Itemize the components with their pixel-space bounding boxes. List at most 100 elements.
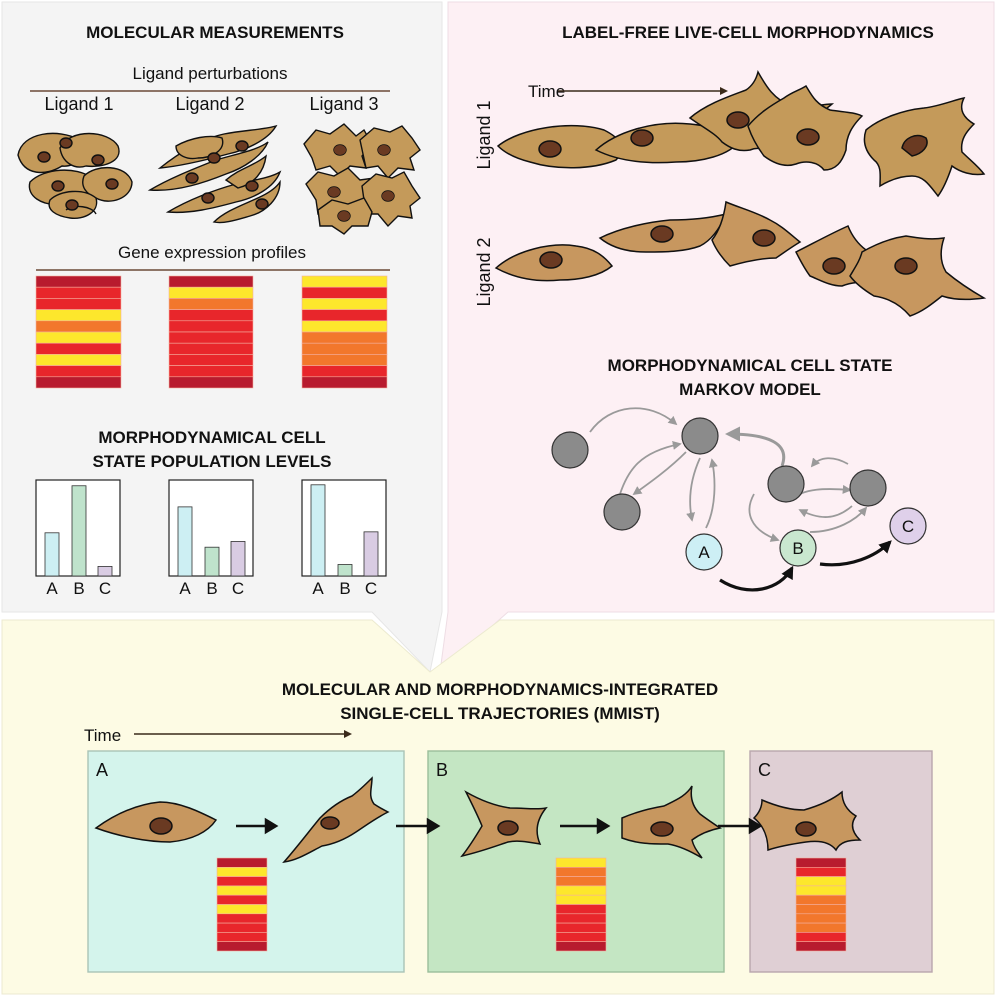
markov-node-gray	[551, 431, 589, 469]
heatmap-stripe	[216, 913, 268, 924]
heatmap-stripe	[555, 876, 607, 887]
heatmap-stripe	[216, 885, 268, 896]
ligand-2-time-series	[494, 200, 987, 317]
bar-category-label: C	[232, 579, 244, 598]
heatmap-stripe	[168, 331, 254, 344]
markov-node-a-label: A	[698, 543, 710, 562]
bottom-title-line1: MOLECULAR AND MORPHODYNAMICS-INTEGRATED	[282, 680, 718, 699]
heatmap-stripe	[35, 298, 122, 310]
transition-b-to-c	[819, 540, 892, 567]
transition-a-to-b	[719, 565, 794, 592]
heatmap-stripe	[35, 376, 122, 389]
bar-a	[310, 484, 326, 577]
markov-node-gray	[767, 465, 805, 503]
heatmap-stripe	[35, 320, 122, 333]
heatmap-stripe	[555, 894, 607, 905]
bar-category-label: A	[46, 579, 58, 598]
bar-category-label: A	[179, 579, 191, 598]
state-a-box-label: A	[96, 760, 108, 780]
bar-category-label: B	[339, 579, 350, 598]
heatmap-stripe	[35, 331, 122, 344]
heatmap-stripe	[795, 932, 847, 943]
mmist-arrows	[236, 817, 763, 835]
bar-c	[230, 541, 246, 577]
markov-title-line2: MARKOV MODEL	[679, 380, 821, 399]
heatmap-stripe	[35, 275, 122, 288]
bar-b	[204, 546, 220, 577]
markov-node-gray	[681, 417, 719, 455]
markov-model: A B C	[551, 407, 927, 592]
row-ligand-2-label: Ligand 2	[474, 237, 494, 306]
heatmap-stripe	[168, 342, 254, 355]
heatmap-stripe	[555, 941, 607, 952]
heatmap-stripe	[216, 866, 268, 877]
heatmap-stripe	[35, 354, 122, 366]
bar-category-label: A	[312, 579, 324, 598]
markov-node-a	[685, 533, 723, 571]
markov-node-b-label: B	[792, 539, 803, 558]
population-title-line2: STATE POPULATION LEVELS	[93, 452, 332, 471]
left-heatmaps	[35, 275, 388, 389]
ligand-1-cell-cluster	[17, 132, 133, 219]
heatmap-stripe	[301, 298, 388, 310]
heatmap-stripe	[168, 275, 254, 288]
markov-node-c-label: C	[902, 517, 914, 536]
right-panel-title: LABEL-FREE LIVE-CELL MORPHODYNAMICS	[562, 23, 934, 42]
heatmap-stripe	[301, 331, 388, 344]
ligand-1-time-series	[496, 70, 986, 198]
bar-c	[97, 566, 113, 577]
heatmap-stripe	[555, 913, 607, 924]
bar-category-label: B	[206, 579, 217, 598]
heatmap-stripe	[555, 932, 607, 943]
heatmap-stripe	[216, 904, 268, 915]
heatmap-stripe	[301, 320, 388, 333]
right-time-arrowhead	[720, 87, 728, 95]
heatmap-stripe	[35, 342, 122, 355]
bottom-title-line2: SINGLE-CELL TRAJECTORIES (MMIST)	[340, 704, 660, 723]
state-b-heatmap	[555, 857, 607, 952]
heatmap-stripe	[795, 904, 847, 915]
right-time-label: Time	[528, 82, 565, 101]
state-c-heatmap	[795, 857, 847, 952]
heatmap-stripe	[555, 885, 607, 896]
state-c-box-label: C	[758, 760, 771, 780]
bar-category-label: C	[99, 579, 111, 598]
heatmap-stripe	[168, 376, 254, 389]
markov-node-b	[779, 529, 817, 567]
ligand-3-cell-cluster	[303, 123, 421, 235]
bar-c	[363, 531, 379, 577]
heatmap-stripe	[555, 922, 607, 933]
heatmap-stripe	[168, 286, 254, 299]
heatmap-stripe	[795, 922, 847, 933]
state-a-heatmap	[216, 857, 268, 952]
left-panel-title: MOLECULAR MEASUREMENTS	[86, 23, 344, 42]
heatmap-stripe	[301, 365, 388, 378]
ligand-2-cell-cluster	[147, 124, 282, 224]
bar-category-label: C	[365, 579, 377, 598]
ligand-perturbations-label: Ligand perturbations	[132, 64, 287, 83]
heatmap-stripe	[795, 876, 847, 887]
heatmap-stripe	[795, 885, 847, 896]
ligand-3-heatmap	[301, 275, 388, 389]
heatmap-stripe	[216, 932, 268, 943]
heatmap-stripe	[168, 365, 254, 378]
heatmap-stripe	[35, 365, 122, 378]
heatmap-stripe	[168, 298, 254, 310]
heatmap-stripe	[301, 275, 388, 288]
heatmap-stripe	[216, 876, 268, 887]
heatmap-stripe	[301, 309, 388, 322]
markov-node-gray	[603, 493, 641, 531]
heatmap-stripe	[795, 857, 847, 868]
bar-b	[337, 564, 353, 577]
ligand-2-label: Ligand 2	[175, 94, 244, 114]
heatmap-stripe	[35, 286, 122, 299]
right-panel-background	[439, 1, 995, 674]
gene-expression-label: Gene expression profiles	[118, 243, 306, 262]
heatmap-stripe	[555, 866, 607, 877]
bar-a	[44, 532, 60, 577]
